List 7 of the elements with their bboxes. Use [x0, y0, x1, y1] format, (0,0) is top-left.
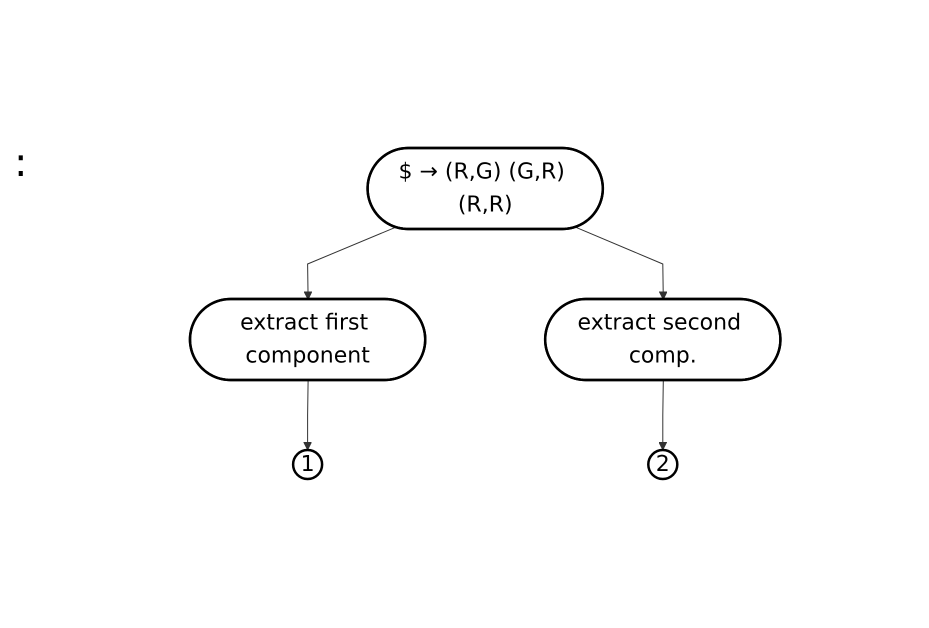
arrow [658, 380, 667, 450]
arrow [303, 380, 312, 450]
arrow [303, 226, 396, 300]
node-circle: 2 [646, 448, 678, 480]
note-text: : [14, 140, 28, 186]
arrow [575, 226, 668, 300]
node-circle: 1 [292, 448, 324, 480]
